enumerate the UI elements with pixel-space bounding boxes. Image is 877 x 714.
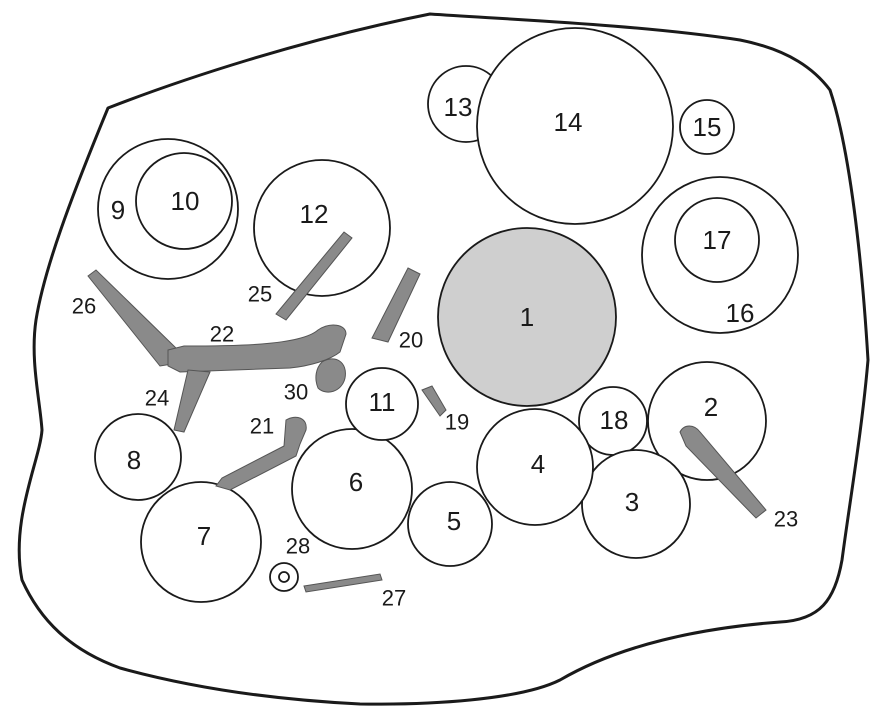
label-12: 12: [300, 199, 329, 229]
circle-4: [476, 408, 594, 526]
circle-8: [94, 413, 182, 501]
circle-2: [647, 361, 767, 481]
rod-22: [167, 324, 347, 373]
label-20: 20: [399, 328, 423, 353]
label-2: 2: [704, 392, 718, 422]
label-8: 8: [127, 445, 141, 475]
label-7: 7: [197, 521, 211, 551]
circle-5: [407, 481, 493, 567]
label-14: 14: [554, 107, 583, 137]
circle-12: [253, 159, 391, 297]
label-18: 18: [600, 405, 629, 435]
label-10: 10: [171, 186, 200, 216]
rod-30: [315, 358, 346, 393]
label-28: 28: [286, 534, 310, 559]
circle-10: [135, 152, 233, 250]
label-26: 26: [72, 294, 96, 319]
label-16: 16: [726, 298, 755, 328]
label-19: 19: [445, 410, 469, 435]
label-30: 30: [284, 380, 308, 405]
rod-23: [679, 425, 767, 519]
circle-7: [140, 481, 262, 603]
rod-25: [275, 231, 353, 321]
label-24: 24: [145, 386, 169, 411]
label-9: 9: [111, 195, 125, 225]
label-22: 22: [210, 322, 234, 347]
rod-24: [173, 369, 211, 433]
label-27: 27: [382, 586, 406, 611]
label-11: 11: [369, 387, 396, 417]
circle-11: [345, 367, 419, 441]
rod-20: [371, 267, 421, 343]
rod-19: [421, 385, 447, 417]
circle-28-inner: [278, 571, 290, 583]
circle-6: [291, 428, 413, 550]
circle-17: [674, 197, 760, 283]
label-15: 15: [693, 112, 722, 142]
label-23: 23: [774, 507, 798, 532]
label-4: 4: [531, 449, 545, 479]
rod-27: [303, 573, 383, 593]
label-6: 6: [349, 467, 363, 497]
rod-21: [215, 416, 307, 491]
label-5: 5: [447, 506, 461, 536]
circle-14: [476, 27, 674, 225]
label-13: 13: [444, 92, 473, 122]
label-3: 3: [625, 487, 639, 517]
label-25: 25: [248, 282, 272, 307]
label-17: 17: [703, 225, 732, 255]
circle-3: [581, 449, 691, 559]
label-21: 21: [250, 414, 274, 439]
circle-15: [679, 99, 735, 155]
label-1: 1: [520, 302, 534, 332]
circle-1-shaded: [437, 227, 617, 407]
